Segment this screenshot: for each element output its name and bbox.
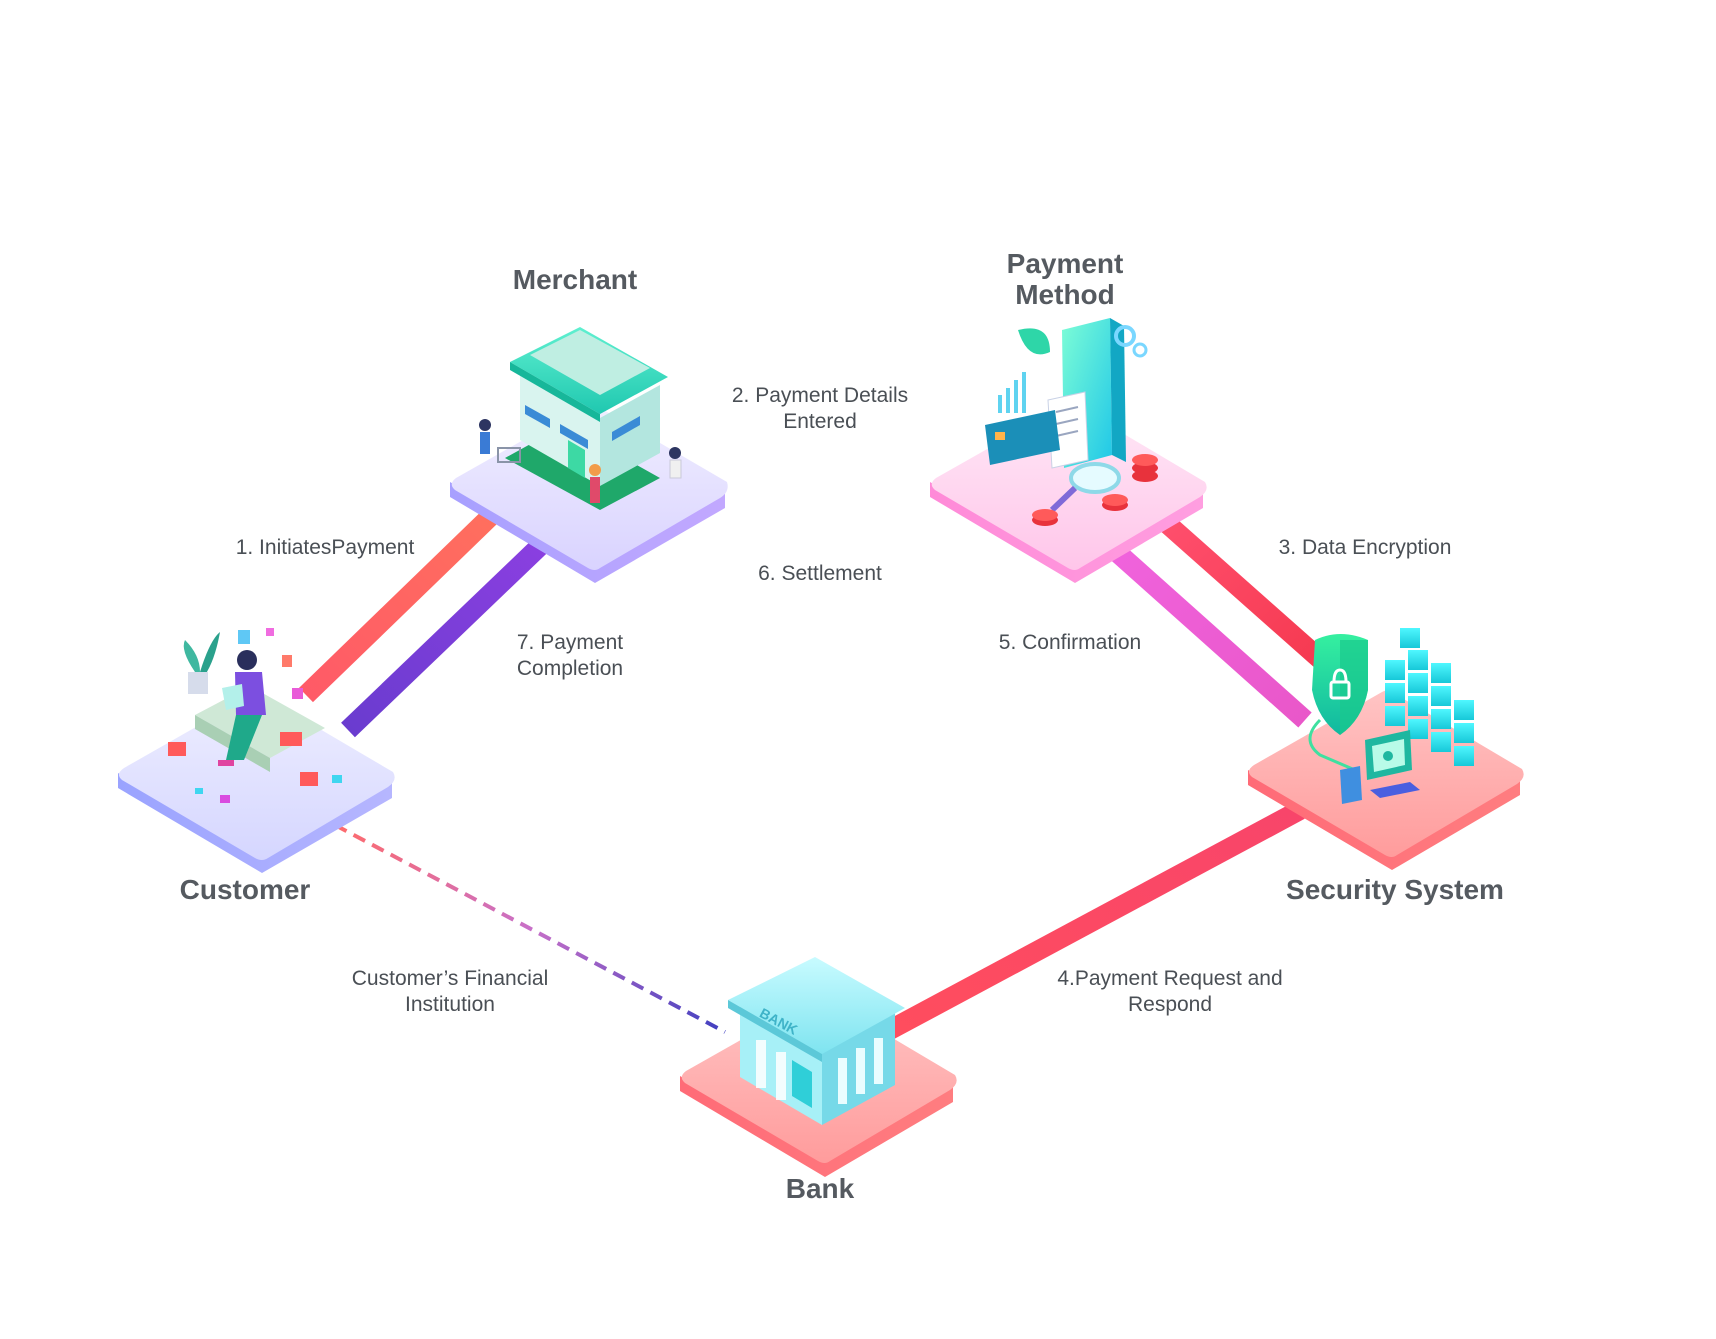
edge-initiates-payment-line	[299, 505, 501, 703]
payment-method-title: Payment Method	[1006, 248, 1124, 310]
data-encryption-label: 3. Data Encryption	[1278, 536, 1452, 559]
bank-title: Bank	[785, 1173, 855, 1204]
person-with-laptop-icon	[168, 628, 342, 803]
customer-platform	[118, 693, 395, 860]
shield-lock-icon	[1308, 628, 1474, 804]
financial-institution-label: Customer’s Financial Institution	[351, 967, 549, 1016]
bank-node[interactable]: BANK	[680, 957, 957, 1177]
store-icon	[479, 327, 682, 510]
connectors	[299, 453, 1337, 1040]
edge-financial-institution-line	[334, 823, 726, 1034]
merchant-platform-side	[450, 482, 725, 583]
credit-card-receipt-icon	[985, 318, 1158, 526]
edge-payment-request-line	[883, 801, 1305, 1040]
customer-node[interactable]	[118, 628, 395, 873]
bank-building-icon: BANK	[728, 957, 905, 1125]
payment-completion-label: 7. Payment Completion	[516, 631, 624, 680]
edge-confirmation-line	[1103, 538, 1312, 728]
customer-platform-side	[118, 773, 392, 873]
payment-details-label: 2. Payment Details Entered	[731, 384, 909, 433]
security-system-node[interactable]	[1248, 628, 1524, 870]
payment-request-label: 4.Payment Request and Respond	[1057, 967, 1283, 1016]
payment-method-node[interactable]	[930, 318, 1207, 583]
settlement-label: 6. Settlement	[758, 562, 882, 585]
payment-method-platform-side	[930, 482, 1203, 583]
bank-platform-side	[680, 1076, 953, 1177]
confirmation-label: 5. Confirmation	[998, 631, 1142, 654]
edge-payment-completion-line	[341, 538, 547, 738]
security-system-platform-side	[1248, 770, 1520, 870]
edge-data-encryption-line	[1156, 512, 1337, 676]
customer-title: Customer	[179, 874, 311, 905]
initiates-payment-label: 1. InitiatesPayment	[235, 536, 415, 559]
security-system-title: Security System	[1286, 874, 1504, 905]
merchant-title: Merchant	[512, 264, 638, 295]
merchant-node[interactable]	[450, 327, 728, 583]
